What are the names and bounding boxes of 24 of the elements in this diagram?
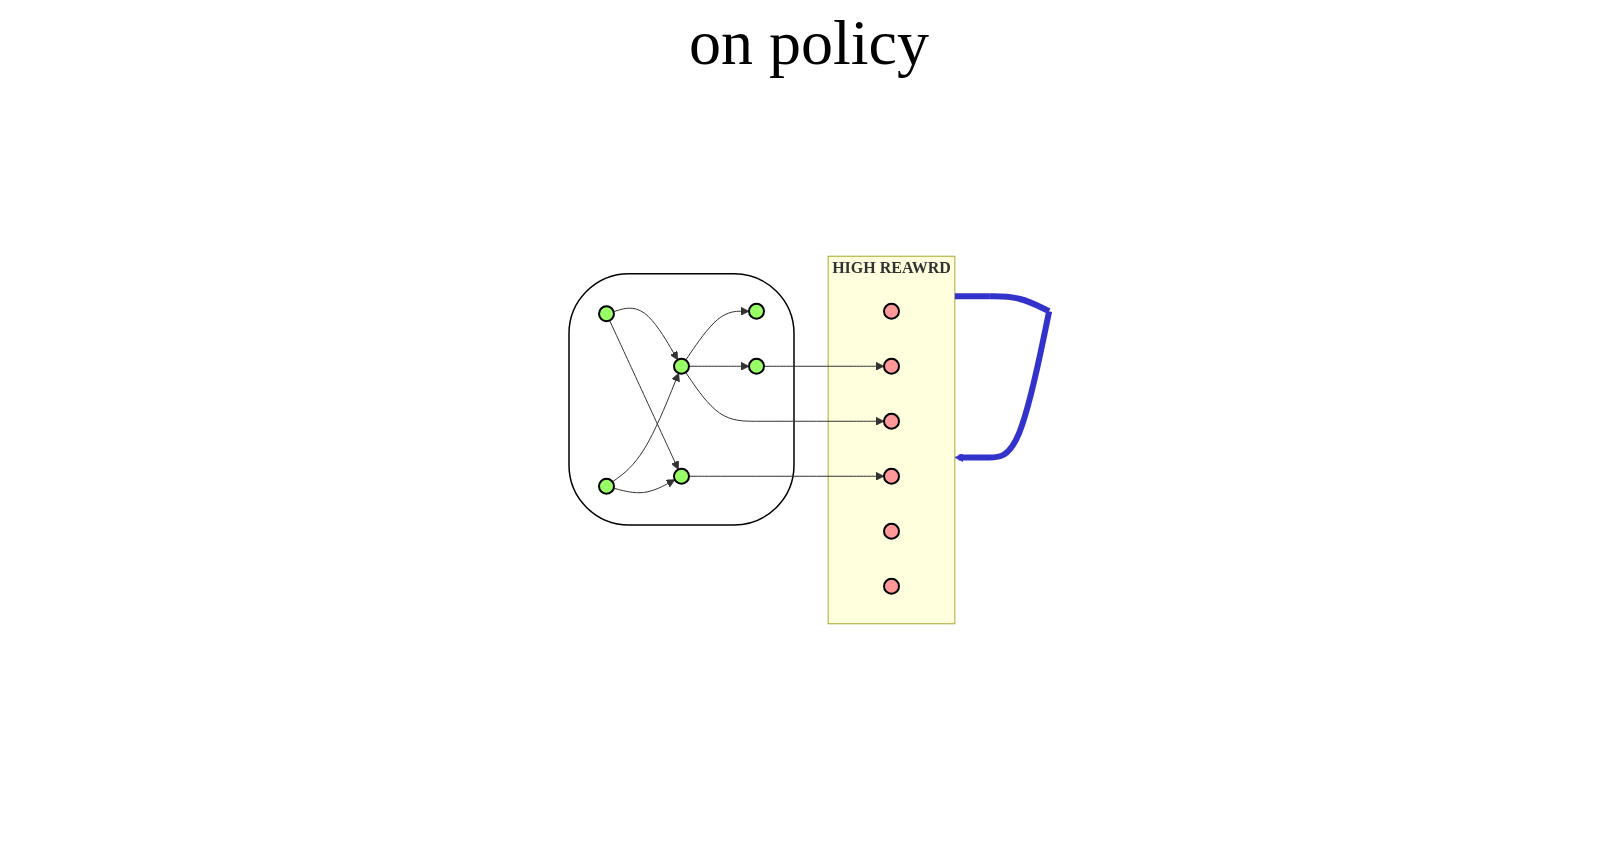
arrow xyxy=(688,471,885,481)
node-circle xyxy=(882,302,900,320)
arrow xyxy=(688,361,750,371)
arrow xyxy=(685,371,885,426)
diagram-title: on policy xyxy=(688,6,930,80)
node-circle xyxy=(882,577,900,595)
cluster xyxy=(568,273,795,526)
arrow xyxy=(613,479,676,494)
node-circle xyxy=(882,467,900,485)
node-circle xyxy=(597,477,615,495)
node-circle xyxy=(882,357,900,375)
arrow xyxy=(611,372,680,483)
cluster: HIGH REAWRD xyxy=(827,255,956,625)
node-circle xyxy=(597,305,615,323)
node-circle xyxy=(882,522,900,540)
node-circle xyxy=(747,302,765,320)
arrow xyxy=(685,306,750,361)
arrow xyxy=(763,361,885,371)
arrow xyxy=(613,307,678,361)
node-circle xyxy=(747,357,765,375)
node-circle xyxy=(882,412,900,430)
node-circle xyxy=(672,467,690,485)
node-circle xyxy=(672,357,690,375)
arrow xyxy=(609,320,679,470)
